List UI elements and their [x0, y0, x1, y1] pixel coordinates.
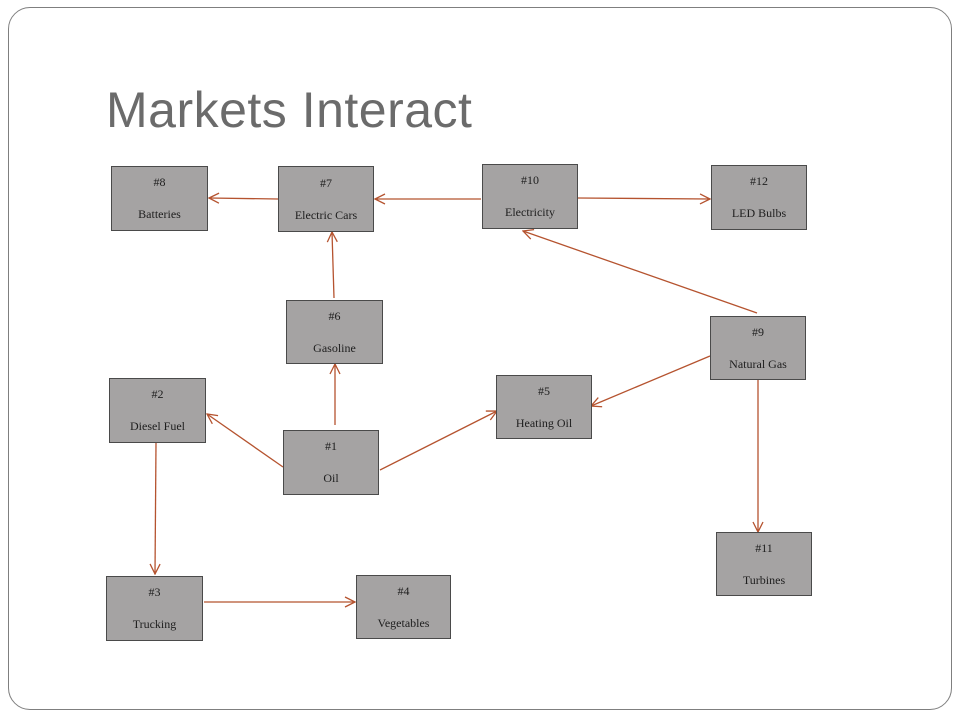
node-label: Heating Oil [515, 415, 573, 430]
node-label: Diesel Fuel [130, 419, 185, 433]
arrow-diesel-fuel-to-trucking [155, 442, 156, 574]
node-number: #1 [325, 439, 337, 453]
node-label: Gasoline [313, 340, 356, 355]
node-label: Natural Gas [729, 356, 787, 371]
node-label: Batteries [138, 207, 181, 221]
node-number: #10 [521, 173, 539, 187]
node-gasoline: #6 Gasoline [286, 300, 383, 364]
node-number: #6 [328, 308, 341, 323]
node-electricity: #10 Electricity [482, 164, 578, 229]
node-number: #2 [151, 387, 164, 401]
arrow-natural-gas-to-heating-oil [591, 355, 711, 406]
arrow-gasoline-to-electric-cars [332, 232, 334, 299]
node-number: #3 [148, 585, 161, 599]
node-number: #5 [538, 383, 550, 398]
node-label: Oil [323, 471, 339, 485]
arrow-oil-to-heating-oil [379, 411, 497, 471]
node-label: LED Bulbs [731, 206, 787, 220]
node-label: Electric Cars [294, 207, 358, 222]
node-heating-oil: #5 Heating Oil [496, 375, 592, 439]
node-turbines: #11 Turbines [716, 532, 812, 596]
node-oil: #1 Oil [283, 430, 379, 495]
node-number: #7 [320, 175, 332, 190]
node-batteries: #8 Batteries [111, 166, 208, 231]
node-led-bulbs: #12 LED Bulbs [711, 165, 807, 230]
node-diesel-fuel: #2 Diesel Fuel [109, 378, 206, 443]
node-number: #8 [153, 175, 166, 189]
arrow-natural-gas-to-electricity [523, 231, 758, 314]
arrow-oil-to-diesel-fuel [207, 414, 284, 468]
node-electric-cars: #7 Electric Cars [278, 166, 374, 232]
node-number: #4 [397, 583, 410, 598]
node-number: #12 [750, 174, 768, 188]
node-number: #9 [752, 324, 764, 339]
node-vegetables: #4 Vegetables [356, 575, 451, 639]
node-label: Trucking [132, 617, 177, 631]
arrow-electricity-to-led-bulbs [577, 198, 710, 199]
node-number: #11 [755, 540, 773, 555]
node-label: Turbines [742, 572, 786, 587]
node-natural-gas: #9 Natural Gas [710, 316, 806, 380]
node-label: Electricity [505, 205, 555, 219]
node-trucking: #3 Trucking [106, 576, 203, 641]
arrow-electric-cars-to-batteries [209, 198, 279, 199]
slide-title: Markets Interact [106, 82, 473, 138]
node-label: Vegetables [377, 615, 430, 630]
